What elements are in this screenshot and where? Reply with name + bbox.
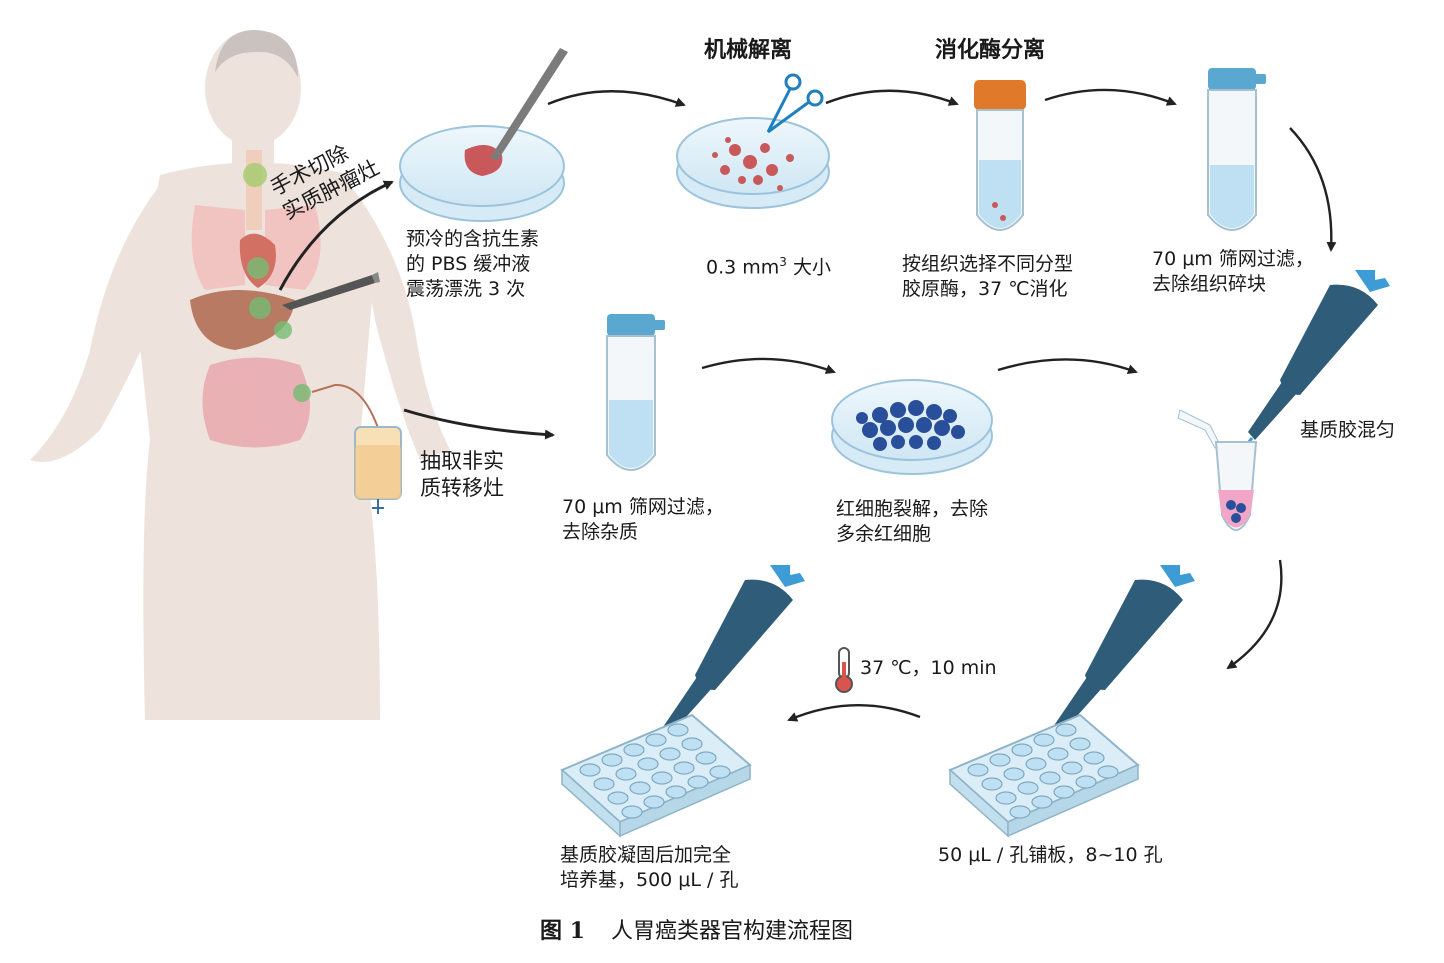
tube-enzyme [974, 80, 1026, 231]
scalpel-icon [282, 272, 380, 310]
label-mince: 0.3 mm3 大小 [706, 225, 831, 280]
label-rbc-lysis: 红细胞裂解，去除 多余红细胞 [836, 498, 989, 545]
mince-exponent: 3 [779, 255, 787, 269]
mince-unit: 大小 [786, 256, 831, 279]
well-plate-medium [560, 713, 752, 838]
petri-dish-mince [676, 73, 830, 209]
figure-title: 人胃癌类器官构建流程图 [610, 919, 853, 944]
figure-number: 图 1 [540, 918, 585, 944]
figure-caption: 图 1 人胃癌类器官构建流程图 [540, 913, 853, 945]
label-matrigel-mix: 基质胶混匀 [1300, 419, 1396, 441]
internal-organs [190, 150, 321, 448]
thermometer-icon [835, 647, 853, 693]
label-digest: 按组织选择不同分型 胶原酶，37 ℃消化 [902, 253, 1074, 300]
tube-filter-2 [606, 314, 665, 471]
label-wash: 预冷的含抗生素 的 PBS 缓冲液 震荡漂洗 3 次 [406, 228, 540, 300]
label-medium: 基质胶凝固后加完全 培养基，500 μL / 孔 [560, 844, 739, 891]
mince-size: 0.3 mm [706, 256, 780, 279]
label-aspiration: 抽取非实 质转移灶 [420, 449, 504, 500]
pipette-mix [1177, 270, 1390, 531]
header-enzymatic: 消化酶分离 [935, 38, 1046, 63]
well-plate-plating [948, 713, 1140, 838]
petri-dish-wash [399, 48, 568, 222]
label-plating: 50 μL / 孔铺板，8~10 孔 [938, 844, 1163, 866]
tube-filter-1 [1207, 68, 1266, 231]
label-incubate: 37 ℃，10 min [860, 657, 997, 679]
header-mechanical: 机械解离 [704, 38, 793, 63]
petri-dish-cells [831, 379, 993, 475]
flow-arrows [278, 88, 1337, 722]
drainage-bag-icon [311, 383, 402, 514]
label-filter-1: 70 μm 筛网过滤， 去除组织碎块 [1152, 248, 1314, 295]
label-filter-2: 70 μm 筛网过滤， 去除杂质 [562, 496, 724, 543]
